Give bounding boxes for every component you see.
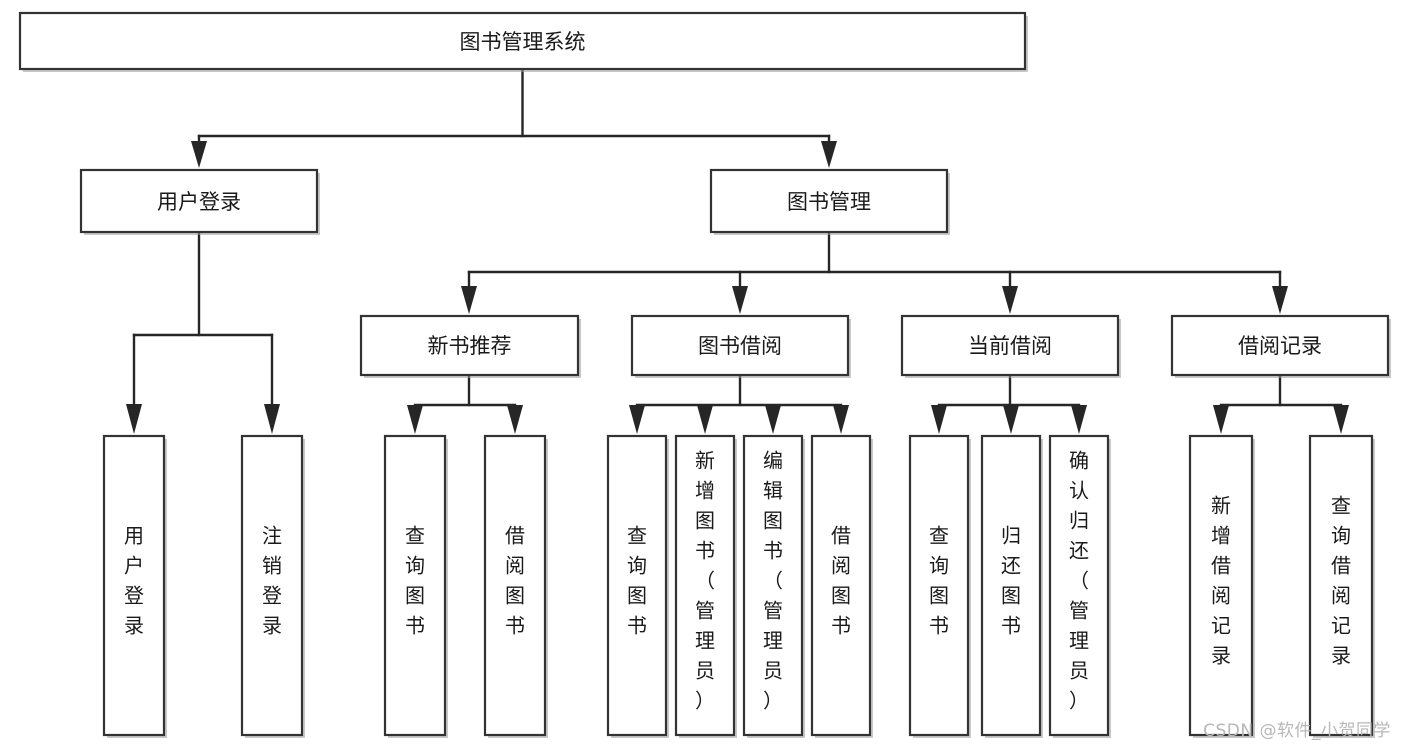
- arrow-head-leaf-query-book-2: [629, 405, 645, 434]
- leaf-user-login[interactable]: 用户登录: [102, 434, 167, 738]
- node-book-manage-box: [709, 168, 949, 234]
- node-user-login[interactable]: 用户登录: [79, 168, 320, 235]
- leaf-query-record-box: [1308, 434, 1374, 737]
- node-new-book-rec-label: 新书推荐: [428, 334, 512, 358]
- leaf-query-book-1-label: 查询图书: [405, 524, 425, 638]
- leaf-query-record-label: 查询借阅记录: [1331, 494, 1351, 668]
- leaf-edit-book-label: 编辑图书（管理员）: [763, 449, 783, 713]
- leaf-query-book-3[interactable]: 查询图书: [908, 434, 971, 738]
- node-root[interactable]: 图书管理系统: [18, 11, 1028, 72]
- leaf-query-record[interactable]: 查询借阅记录: [1308, 434, 1375, 738]
- node-book-manage-label: 图书管理: [787, 190, 871, 214]
- node-book-borrow[interactable]: 图书借阅: [630, 314, 851, 378]
- node-root-label: 图书管理系统: [460, 30, 586, 54]
- leaf-confirm-return-box: [1048, 434, 1110, 737]
- leaf-borrow-book-2[interactable]: 借阅图书: [810, 434, 873, 738]
- node-book-borrow-box: [630, 314, 850, 377]
- leaf-add-record-label: 新增借阅记录: [1211, 494, 1231, 668]
- leaf-query-book-3-label: 查询图书: [929, 524, 949, 638]
- leaf-add-book-box: [674, 434, 736, 737]
- leaf-borrow-book-2-label: 借阅图书: [831, 524, 851, 638]
- leaf-query-book-2-label: 查询图书: [627, 524, 647, 638]
- leaf-add-record-box: [1188, 434, 1254, 737]
- arrow-head-leaf-query-record: [1333, 405, 1349, 434]
- leaf-add-book-label: 新增图书（管理员）: [695, 449, 715, 713]
- leaf-borrow-book-1[interactable]: 借阅图书: [483, 434, 548, 738]
- node-borrow-record-label: 借阅记录: [1238, 334, 1322, 358]
- leaf-query-book-3-box: [908, 434, 970, 737]
- leaf-borrow-book-2-box: [810, 434, 872, 737]
- node-borrow-record-box: [1170, 314, 1390, 377]
- arrow-head-leaf-add-record: [1213, 405, 1229, 434]
- arrow-head-leaf-query-book-1: [407, 405, 423, 434]
- node-book-manage[interactable]: 图书管理: [709, 168, 950, 235]
- leaf-edit-book-box: [742, 434, 804, 737]
- arrow-head-book-borrow: [732, 286, 748, 314]
- arrow-head-leaf-confirm-return: [1071, 405, 1087, 434]
- node-borrow-record[interactable]: 借阅记录: [1170, 314, 1391, 378]
- leaf-user-login-box: [102, 434, 166, 737]
- node-new-book-rec-box: [359, 314, 580, 377]
- node-current-borrow-label: 当前借阅: [968, 334, 1052, 358]
- leaf-node-layer: 用户登录 注销登录 查询图书 借阅图书 查询图书 新增图书（管理员） 编辑图书（管理员） 借阅…: [102, 434, 1375, 738]
- leaf-user-login-label: 用户登录: [124, 524, 144, 638]
- node-current-borrow[interactable]: 当前借阅: [900, 314, 1121, 378]
- leaf-logout-login-label: 注销登录: [262, 524, 282, 638]
- arrow-head-leaf-user-login: [126, 404, 142, 434]
- leaf-confirm-return-label: 确认归还（管理员）: [1069, 449, 1089, 713]
- node-current-borrow-box: [900, 314, 1120, 377]
- leaf-return-book-box: [980, 434, 1042, 737]
- node-root-box: [18, 11, 1027, 71]
- node-user-login-box: [79, 168, 319, 234]
- node-new-book-rec[interactable]: 新书推荐: [359, 314, 581, 378]
- arrow-head-leaf-add-book: [697, 405, 713, 434]
- leaf-query-book-1-box: [383, 434, 447, 737]
- connector-layer: [126, 67, 1349, 434]
- leaf-add-book[interactable]: 新增图书（管理员）: [674, 434, 737, 738]
- node-book-borrow-label: 图书借阅: [698, 334, 782, 358]
- arrow-head-user-login: [191, 141, 207, 168]
- arrow-head-leaf-query-book-3: [931, 405, 947, 434]
- leaf-borrow-book-1-label: 借阅图书: [505, 524, 525, 638]
- leaf-edit-book[interactable]: 编辑图书（管理员）: [742, 434, 805, 738]
- leaf-query-book-1[interactable]: 查询图书: [383, 434, 448, 738]
- leaf-confirm-return[interactable]: 确认归还（管理员）: [1048, 434, 1111, 738]
- arrow-head-borrow-record: [1272, 286, 1288, 314]
- arrow-head-leaf-return-book: [1003, 405, 1019, 434]
- arrow-head-leaf-edit-book: [765, 405, 781, 434]
- arrow-head-leaf-borrow-book-1: [507, 405, 523, 434]
- arrow-head-new-book-rec: [461, 286, 477, 314]
- leaf-return-book[interactable]: 归还图书: [980, 434, 1043, 738]
- leaf-return-book-label: 归还图书: [1001, 524, 1021, 638]
- arrow-head-leaf-logout-login: [264, 404, 280, 434]
- leaf-logout-login-box: [240, 434, 304, 737]
- arrow-head-book-manage: [821, 141, 837, 168]
- leaf-query-book-2[interactable]: 查询图书: [606, 434, 669, 738]
- leaf-borrow-book-1-box: [483, 434, 547, 737]
- arrow-head-leaf-borrow-book-2: [833, 405, 849, 434]
- arrow-head-current-borrow: [1002, 286, 1018, 314]
- node-user-login-label: 用户登录: [157, 190, 241, 214]
- leaf-query-book-2-box: [606, 434, 668, 737]
- leaf-add-record[interactable]: 新增借阅记录: [1188, 434, 1255, 738]
- leaf-logout-login[interactable]: 注销登录: [240, 434, 305, 738]
